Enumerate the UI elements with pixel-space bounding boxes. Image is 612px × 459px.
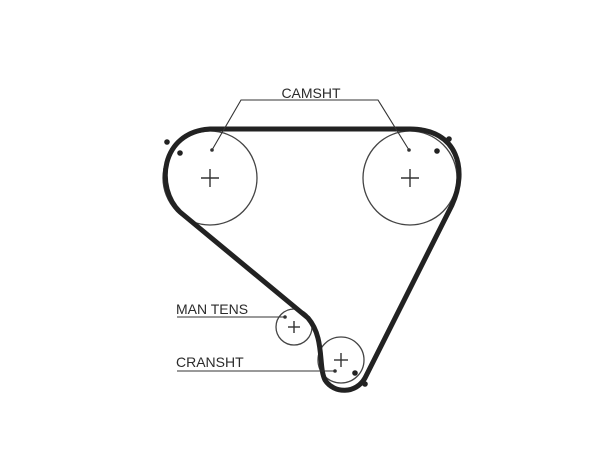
- timing-mark-dot: [352, 370, 358, 376]
- timing-mark-dot: [446, 136, 452, 142]
- leader-end-dot: [407, 148, 411, 152]
- timing-mark-dot: [177, 150, 183, 156]
- camshaft-right-center-cross: [401, 169, 419, 187]
- leader-end-dot: [210, 148, 214, 152]
- camshaft-leader-line: [211, 99, 410, 151]
- leader-end-dot: [333, 369, 337, 373]
- leader-end-dot: [283, 315, 287, 319]
- camshaft-left-center-cross: [201, 169, 219, 187]
- timing-mark-dot: [434, 148, 440, 154]
- timing-mark-dot: [362, 381, 368, 387]
- camshaft-label: CAMSHT: [281, 85, 341, 101]
- crankshaft-label: CRANSHT: [176, 354, 244, 370]
- tensioner-center-cross: [288, 321, 300, 333]
- crankshaft-pulley: [317, 336, 365, 384]
- timing-belt: [162, 126, 462, 393]
- crankshaft-center-cross: [334, 353, 348, 367]
- timing-mark-dot: [164, 139, 170, 145]
- manual-tensioner-label: MAN TENS: [176, 301, 248, 317]
